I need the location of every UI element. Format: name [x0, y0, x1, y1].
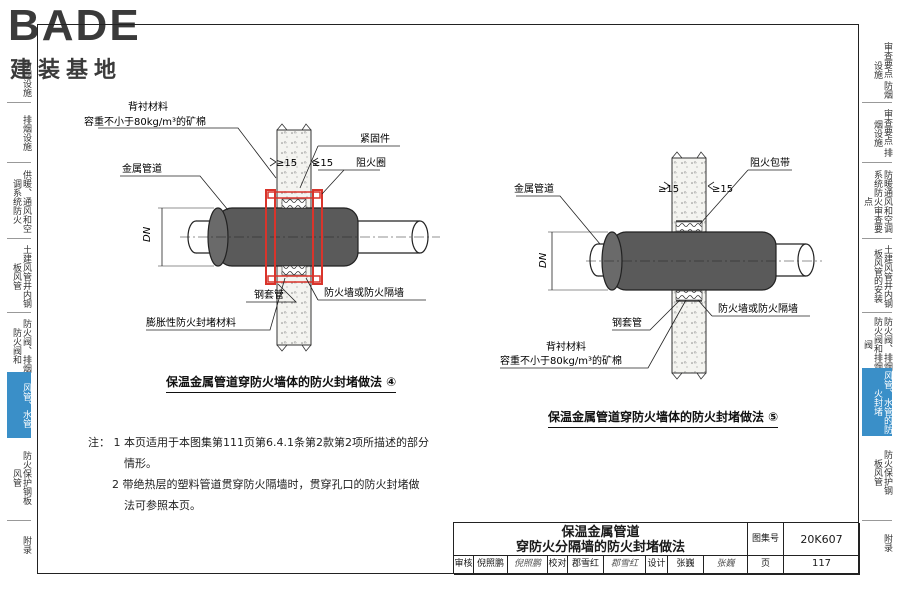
left-tab-appendix[interactable]: 附录 [21, 536, 31, 554]
note-2-line-2: 法可参照本页。 [124, 499, 201, 512]
drawing-frame [37, 24, 859, 574]
left-tab-duct-shaft[interactable]: 土建风管井内钢板风管 [11, 244, 31, 308]
label-metal-pipe: 金属管道 [122, 162, 162, 175]
right-tab-hvac-fire[interactable]: 防暖通风和空调系统防火审查要点 [862, 169, 892, 233]
figure-4: DN ≥15 ≥15 背衬材料 容重不小于80kg/m³的矿棉 紧固件 阻火圈 … [84, 100, 440, 352]
tab-divider [7, 162, 31, 163]
right-tab-smoke-exhaust[interactable]: 审查要点 排烟设施 [872, 109, 892, 157]
dn-dimension: DN [142, 226, 153, 242]
title-block: 保温金属管道 穿防火分隔墙的防火封堵做法 图集号 20K607 审核 倪照鹏 倪… [453, 522, 860, 575]
review-signature: 倪照鹏 [508, 556, 548, 575]
figure-5-caption: 保温金属管道穿防火墙体的防火封堵做法 ⑤ [548, 408, 779, 428]
page-number: 117 [784, 556, 860, 575]
note-2-line-1: 带绝热层的塑料管道贯穿防火隔墙时，贯穿孔口的防火封堵做 [122, 478, 420, 491]
check-signature: 郡雪红 [604, 556, 646, 575]
figure-4-caption: 保温金属管道穿防火墙体的防火封堵做法 ④ [166, 373, 397, 393]
tab-divider [862, 162, 892, 163]
steel-sleeve-top [267, 191, 321, 199]
left-tab-smoke-exhaust[interactable]: 排烟设施 [21, 115, 31, 151]
brand-logo: BADE [8, 1, 141, 50]
label-fire-wrap: 阻火包带 [750, 156, 790, 169]
label-steel-sleeve: 钢套管 [254, 288, 284, 301]
check-label: 校对 [548, 556, 568, 575]
right-tab-smoke-control[interactable]: 审查要点 防烟设施 [872, 41, 892, 99]
tab-divider [862, 312, 892, 313]
notes-prefix: 注： [88, 436, 110, 449]
left-tab-fire-damper[interactable]: 防火阀、排烟防火阀和 [11, 319, 31, 373]
left-tab-smoke-control[interactable]: 防烟设施 [21, 61, 31, 97]
left-tab-duct-protection[interactable]: 防火保护钢板风管 [11, 451, 31, 505]
dim-15-right: ≥15 [712, 184, 733, 195]
label-intumescent-sealant: 膨胀性防火封堵材料 [146, 316, 236, 329]
right-tab-duct-shaft[interactable]: 土建风管井内钢板风管的安装 [872, 244, 892, 308]
design-label: 设计 [646, 556, 668, 575]
label-backing-material: 背衬材料 [128, 100, 168, 113]
brand-logo-subtitle: 建装基地 [10, 58, 123, 83]
sheet-title-line-2: 穿防火分隔墙的防火封堵做法 [515, 540, 685, 555]
dn-dimension: DN [538, 252, 549, 268]
right-tab-appendix[interactable]: 附录 [882, 534, 892, 552]
right-tab-fire-damper[interactable]: 防火阀、排烟防火阀和排烟阀 [862, 317, 892, 371]
tab-divider [7, 520, 31, 521]
label-backing-material: 背衬材料 [546, 340, 586, 353]
design-signature: 张巍 [704, 556, 748, 575]
dim-15-left: ≥15 [276, 158, 297, 169]
right-tab-duct-pipe[interactable]: 风管、水管的防火封堵 [862, 368, 892, 436]
tab-divider [7, 238, 31, 239]
note-1: 注： 1 本页适用于本图集第111页第6.4.1条第2款第2项所描述的部分 [88, 432, 429, 453]
label-fastener: 紧固件 [360, 133, 390, 145]
left-tab-hvac-fire[interactable]: 供暖、通风和空调系统防火 [11, 169, 31, 233]
review-name: 倪照鹏 [474, 556, 508, 575]
tab-divider [7, 102, 31, 103]
label-fire-ring: 阻火圈 [356, 157, 386, 169]
label-fire-wall: 防火墙或防火隔墙 [718, 302, 798, 315]
figure-5: DN ≥15 ≥15 金属管道 阻火包带 钢套管 防火墙或防火隔墙 背衬材料 容… [500, 151, 822, 380]
check-name: 郡雪红 [568, 556, 604, 575]
review-label: 审核 [454, 556, 474, 575]
notes-block: 注： 1 本页适用于本图集第111页第6.4.1条第2款第2项所描述的部分 情形… [88, 432, 429, 516]
note-1-number: 1 [113, 436, 121, 449]
dim-15-left: ≥15 [658, 184, 679, 195]
design-name: 张巍 [668, 556, 704, 575]
fire-wrap-bottom [675, 290, 703, 301]
label-backing-wool: 容重不小于80kg/m³的矿棉 [500, 354, 622, 367]
tab-divider [862, 520, 892, 521]
note-2: 2 带绝热层的塑料管道贯穿防火隔墙时，贯穿孔口的防火封堵做 [88, 474, 429, 495]
note-1-line-2: 情形。 [124, 457, 157, 470]
label-backing-wool: 容重不小于80kg/m³的矿棉 [84, 115, 206, 128]
dim-15-right: ≥15 [312, 158, 333, 169]
page-label: 页 [748, 556, 784, 575]
steel-sleeve-bottom [267, 275, 321, 283]
label-fire-wall: 防火墙或防火隔墙 [324, 286, 404, 299]
left-tab-duct-pipe[interactable]: 风管、水管 [7, 372, 31, 438]
fire-stop-collar-left [265, 189, 276, 285]
tab-divider [862, 238, 892, 239]
tab-divider [862, 102, 892, 103]
label-steel-sleeve: 钢套管 [612, 316, 642, 329]
tab-divider [7, 312, 31, 313]
fire-stop-collar-right [312, 189, 323, 285]
label-metal-pipe: 金属管道 [514, 182, 554, 195]
note-1-line-1: 本页适用于本图集第111页第6.4.1条第2款第2项所描述的部分 [124, 436, 429, 449]
atlas-number-label: 图集号 [748, 523, 784, 556]
atlas-number: 20K607 [784, 523, 860, 556]
right-tab-duct-protection[interactable]: 防火保护钢板风管 [872, 449, 892, 495]
note-2-number: 2 [112, 478, 119, 491]
fire-wrap-top [675, 221, 703, 232]
sheet-title: 保温金属管道 穿防火分隔墙的防火封堵做法 [454, 523, 748, 556]
sheet-title-line-1: 保温金属管道 [561, 525, 640, 540]
